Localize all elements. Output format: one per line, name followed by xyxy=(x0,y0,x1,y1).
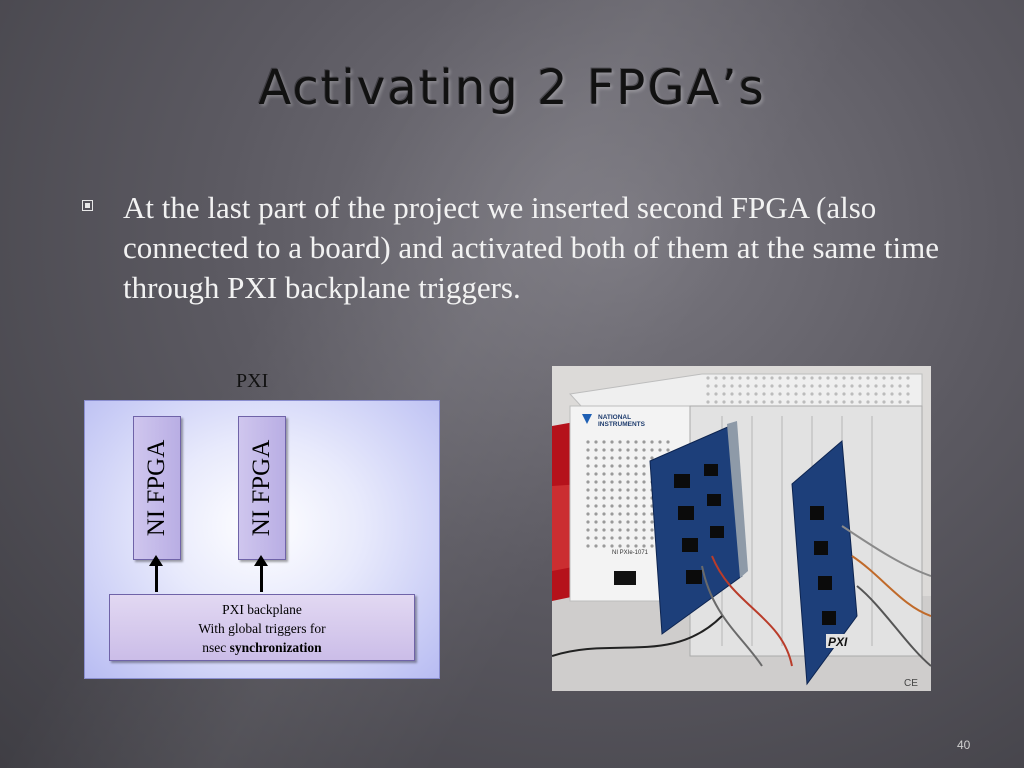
backplane-line3-prefix: nsec xyxy=(202,640,227,655)
backplane-block: PXI backplane With global triggers for n… xyxy=(109,594,415,661)
fpga-block-right: NI FPGA xyxy=(238,416,286,560)
fpga-label-left: NI FPGA xyxy=(143,439,170,537)
square-bullet-icon xyxy=(82,200,93,211)
up-arrow-icon xyxy=(149,555,163,592)
fpga-block-left: NI FPGA xyxy=(133,416,181,560)
bullet-text: At the last part of the project we inser… xyxy=(123,190,940,305)
backplane-line3: nsec synchronization xyxy=(110,638,414,657)
up-arrow-icon xyxy=(254,555,268,592)
bullet-item: At the last part of the project we inser… xyxy=(82,188,962,308)
backplane-line2: With global triggers for xyxy=(198,621,326,636)
ce-mark: CE xyxy=(904,678,918,689)
pxi-diagram: NI FPGA NI FPGA PXI backplane With globa… xyxy=(84,400,440,679)
hardware-photo: NATIONAL INSTRUMENTS NI PXIe-1071 xyxy=(552,366,931,691)
model-label: NI PXIe-1071 xyxy=(612,550,649,556)
slide-title: Activating 2 FPGA’s xyxy=(258,60,766,116)
fpga-label-right: NI FPGA xyxy=(248,439,275,537)
brand-line1: NATIONAL xyxy=(598,414,631,421)
diagram-label: PXI xyxy=(236,370,269,392)
backplane-line3-bold: synchronization xyxy=(229,640,322,655)
page-number: 40 xyxy=(957,738,971,752)
backplane-line1: PXI backplane xyxy=(222,602,302,617)
pxi-chassis-illustration: NATIONAL INSTRUMENTS NI PXIe-1071 xyxy=(552,366,931,691)
pxi-logo: PXI xyxy=(828,635,848,649)
brand-line2: INSTRUMENTS xyxy=(598,421,646,428)
